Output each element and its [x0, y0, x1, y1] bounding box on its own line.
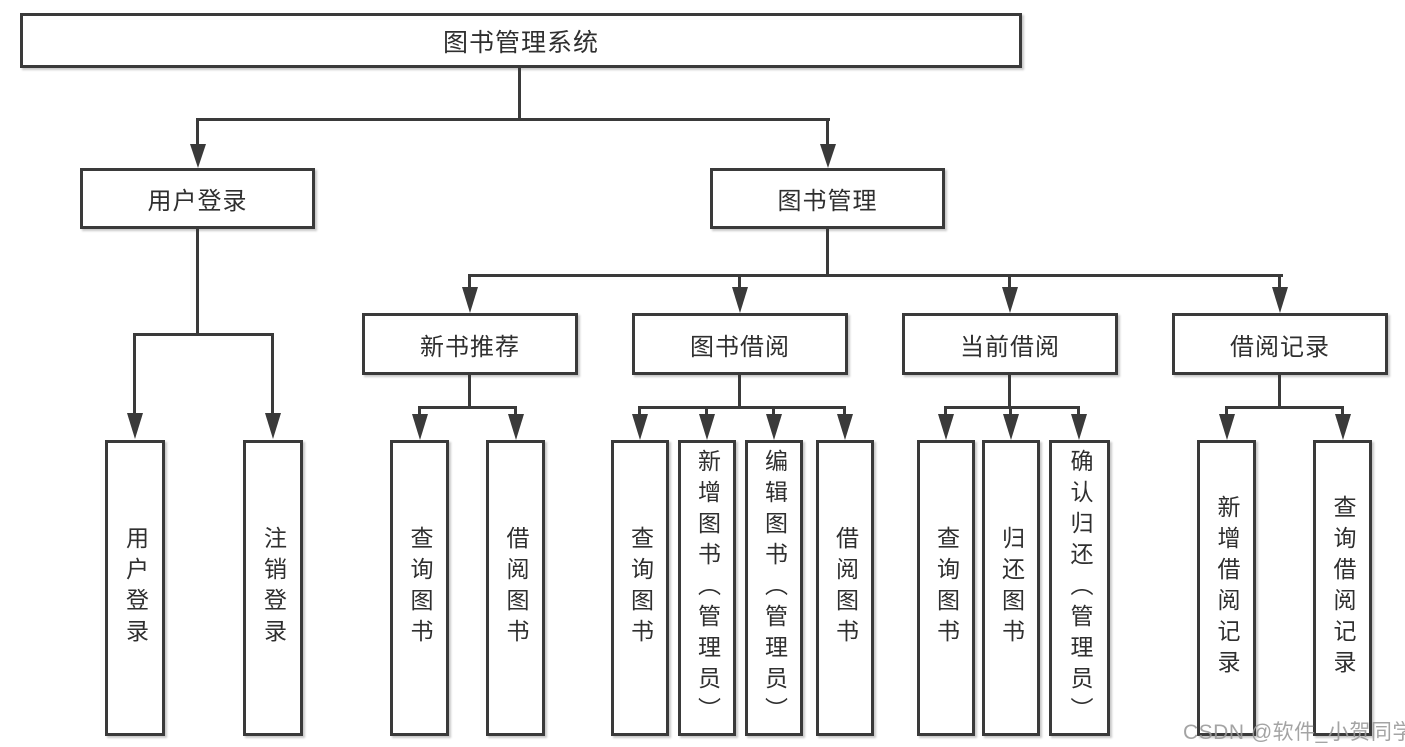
- arrow-down-icon: [462, 287, 478, 313]
- node-book-borrowing: 图书借阅: [632, 313, 848, 375]
- connector-line: [196, 118, 199, 146]
- arrow-down-icon: [1071, 414, 1087, 440]
- arrow-down-icon: [1003, 414, 1019, 440]
- connector-line: [826, 229, 829, 276]
- connector-line: [1341, 406, 1344, 416]
- connector-line: [196, 229, 199, 335]
- leaf-add-borrow-record: 新增借阅记录: [1197, 440, 1256, 736]
- leaf-confirm-return-admin: 确认归还（管理员）: [1049, 440, 1110, 736]
- connector-line: [133, 333, 136, 415]
- connector-line: [133, 333, 274, 336]
- arrow-down-icon: [265, 413, 281, 439]
- leaf-query-books: 查询图书: [390, 440, 449, 736]
- leaf-borrow-books: 借阅图书: [486, 440, 545, 736]
- connector-line: [514, 406, 517, 416]
- leaf-query-books: 查询图书: [917, 440, 975, 736]
- arrow-down-icon: [732, 287, 748, 313]
- arrow-down-icon: [766, 414, 782, 440]
- connector-line: [196, 118, 830, 121]
- arrow-down-icon: [1335, 414, 1351, 440]
- connector-line: [843, 406, 846, 416]
- leaf-query-books: 查询图书: [611, 440, 669, 736]
- leaf-query-borrow-record: 查询借阅记录: [1313, 440, 1372, 736]
- connector-line: [738, 274, 741, 289]
- leaf-add-books-admin: 新增图书（管理员）: [678, 440, 736, 736]
- arrow-down-icon: [190, 144, 206, 168]
- arrow-down-icon: [938, 414, 954, 440]
- connector-line: [1009, 406, 1012, 416]
- connector-line: [468, 274, 471, 289]
- connector-line: [1225, 406, 1343, 409]
- connector-line: [738, 375, 741, 408]
- leaf-user-login: 用户登录: [105, 440, 165, 736]
- connector-line: [518, 68, 521, 120]
- node-root: 图书管理系统: [20, 13, 1022, 68]
- connector-line: [468, 375, 471, 408]
- node-current-borrowing: 当前借阅: [902, 313, 1118, 375]
- connector-line: [1225, 406, 1228, 416]
- connector-line: [271, 333, 274, 415]
- connector-line: [826, 118, 829, 146]
- leaf-return-books: 归还图书: [982, 440, 1040, 736]
- connector-line: [1278, 375, 1281, 408]
- arrow-down-icon: [699, 414, 715, 440]
- arrow-down-icon: [508, 414, 524, 440]
- arrow-down-icon: [412, 414, 428, 440]
- connector-line: [1008, 375, 1011, 408]
- connector-line: [1008, 274, 1011, 289]
- connector-line: [1278, 274, 1281, 289]
- connector-line: [944, 406, 1080, 409]
- leaf-logout: 注销登录: [243, 440, 303, 736]
- connector-line: [1077, 406, 1080, 416]
- arrow-down-icon: [1002, 287, 1018, 313]
- connector-line: [468, 274, 1283, 277]
- node-user-login: 用户登录: [80, 168, 315, 229]
- leaf-borrow-books: 借阅图书: [816, 440, 874, 736]
- csdn-watermark: CSDN @软件_小贺同学: [1183, 721, 1405, 744]
- arrow-down-icon: [1219, 414, 1235, 440]
- node-book-management: 图书管理: [710, 168, 945, 229]
- connector-line: [705, 406, 708, 416]
- arrow-down-icon: [1272, 287, 1288, 313]
- leaf-edit-books-admin: 编辑图书（管理员）: [745, 440, 803, 736]
- arrow-down-icon: [837, 414, 853, 440]
- arrow-down-icon: [820, 144, 836, 168]
- connector-line: [944, 406, 947, 416]
- node-new-book-recommend: 新书推荐: [362, 313, 578, 375]
- connector-line: [418, 406, 517, 409]
- connector-line: [638, 406, 846, 409]
- connector-line: [418, 406, 421, 416]
- connector-line: [638, 406, 641, 416]
- arrow-down-icon: [127, 413, 143, 439]
- arrow-down-icon: [632, 414, 648, 440]
- node-borrowing-records: 借阅记录: [1172, 313, 1388, 375]
- connector-line: [772, 406, 775, 416]
